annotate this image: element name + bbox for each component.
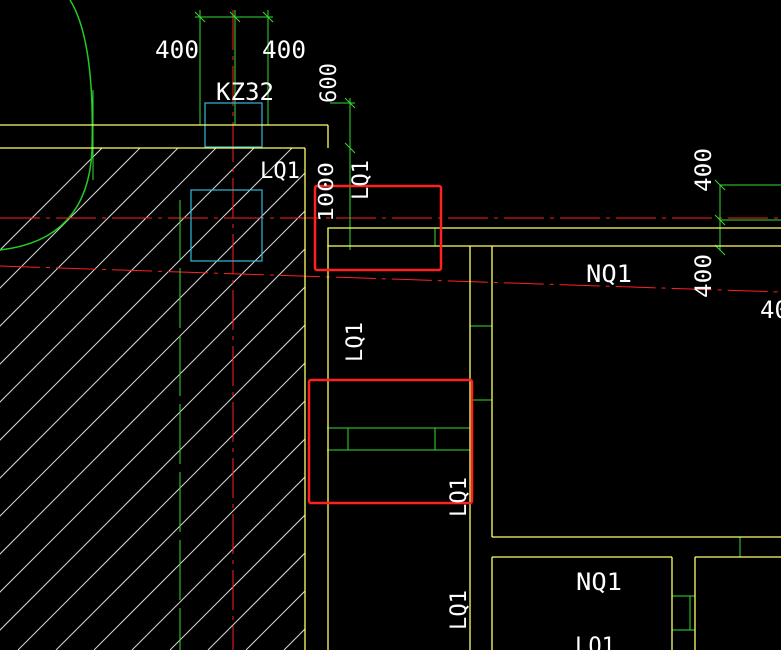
highlight-boxes — [307, 184, 474, 505]
hatch-line — [17, 148, 305, 650]
hatch-line — [0, 148, 305, 650]
hatch-line — [169, 148, 305, 650]
wall-label-lq1-vertical-top: LQ1 — [349, 160, 374, 200]
wall-outlines — [0, 124, 781, 650]
dim-400-right: 400 — [262, 36, 306, 64]
wall-label-lq1-middle: LQ1 — [343, 322, 368, 362]
wall-label-nq1-top: NQ1 — [586, 260, 632, 288]
axis-lines — [0, 10, 781, 650]
hatch-line — [360, 130, 781, 650]
hatch-line — [0, 148, 235, 650]
wall-label-lq1-top: LQ1 — [260, 159, 300, 184]
highlight-box-bottom[interactable] — [307, 378, 474, 505]
hatch-line — [702, 130, 781, 650]
wall-label-lq1-bottom-right: LQ1 — [575, 632, 615, 650]
hatch-line — [0, 148, 273, 650]
dim-400-vertical-top: 400 — [692, 148, 717, 192]
hatched-slab-region — [0, 130, 781, 650]
wall-label-lq1-bottom-left: LQ1 — [447, 590, 472, 630]
hatch-line — [512, 130, 781, 650]
hatch-line — [0, 148, 305, 650]
column-box — [190, 189, 263, 262]
column-boxes — [190, 102, 263, 262]
hatch-line — [0, 148, 305, 650]
hatch-line — [626, 130, 781, 650]
hatch-line — [283, 148, 305, 650]
dim-400-vertical-bottom: 400 — [692, 254, 717, 298]
dim-1000: 1000 — [314, 162, 338, 222]
hatch-line — [93, 148, 305, 650]
column-tag-kz32: KZ32 — [216, 78, 274, 106]
axis-horizontal-2 — [0, 265, 781, 293]
hatch-line — [55, 148, 305, 650]
dim-40-edge: 40 — [760, 296, 781, 324]
hatch-line — [740, 130, 781, 650]
wall-label-lq1-right: LQ1 — [447, 477, 472, 517]
dim-600: 600 — [317, 63, 342, 103]
labels: 400 400 KZ32 600 LQ1 1000 LQ1 400 400 40… — [155, 36, 781, 650]
dimension-lines — [92, 10, 781, 650]
wall-label-nq1-bottom: NQ1 — [576, 568, 622, 596]
hatch-line — [322, 130, 781, 650]
arc-line — [0, 0, 94, 251]
hatch-line — [0, 148, 305, 650]
hatch-line — [474, 130, 781, 650]
hatch-line — [131, 148, 305, 650]
hatch-line — [0, 148, 121, 650]
hatch-line — [0, 148, 305, 650]
hatch-line — [664, 130, 781, 650]
dim-400-left: 400 — [155, 36, 199, 64]
hatch-line — [207, 148, 305, 650]
hatch-line — [0, 148, 197, 650]
highlight-box-top[interactable] — [313, 184, 443, 272]
hatch-line — [0, 148, 305, 650]
hatch-line — [0, 148, 159, 650]
edge-partial: 8 — [779, 38, 781, 58]
